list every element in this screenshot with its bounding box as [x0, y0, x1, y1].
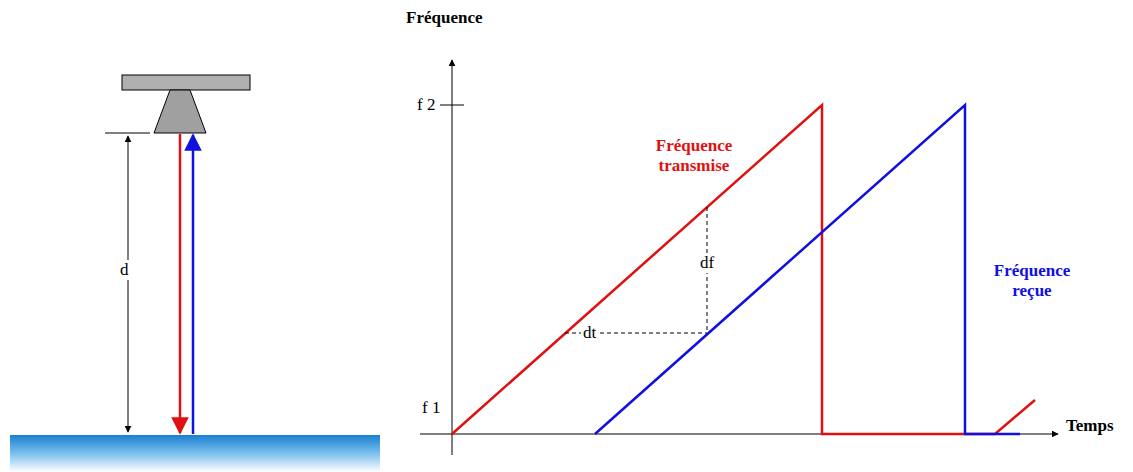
axis-title: Temps: [1066, 416, 1114, 436]
antenna-horn: [154, 90, 206, 133]
water-surface: [10, 435, 380, 472]
tick-label: f 2: [417, 95, 435, 115]
guide-label: df: [698, 253, 716, 273]
distance-label: d: [118, 260, 131, 280]
received-wave: [192, 135, 195, 434]
distance-dimension: [128, 136, 129, 432]
series-label: Fréquence transmise: [644, 136, 744, 177]
mounting-plate: [122, 75, 250, 90]
tick-label: f 1: [422, 398, 440, 418]
frequency-axis: [452, 60, 453, 455]
transmitted-frequency: [452, 105, 1035, 434]
axis-title: Fréquence: [406, 8, 482, 28]
series-label: Fréquence reçue: [982, 261, 1082, 302]
guide-label: dt: [581, 323, 598, 343]
reference-line: [105, 133, 150, 134]
received-frequency: [595, 105, 1020, 434]
f2-tick: [440, 105, 464, 106]
transmitted-wave: [179, 134, 182, 433]
